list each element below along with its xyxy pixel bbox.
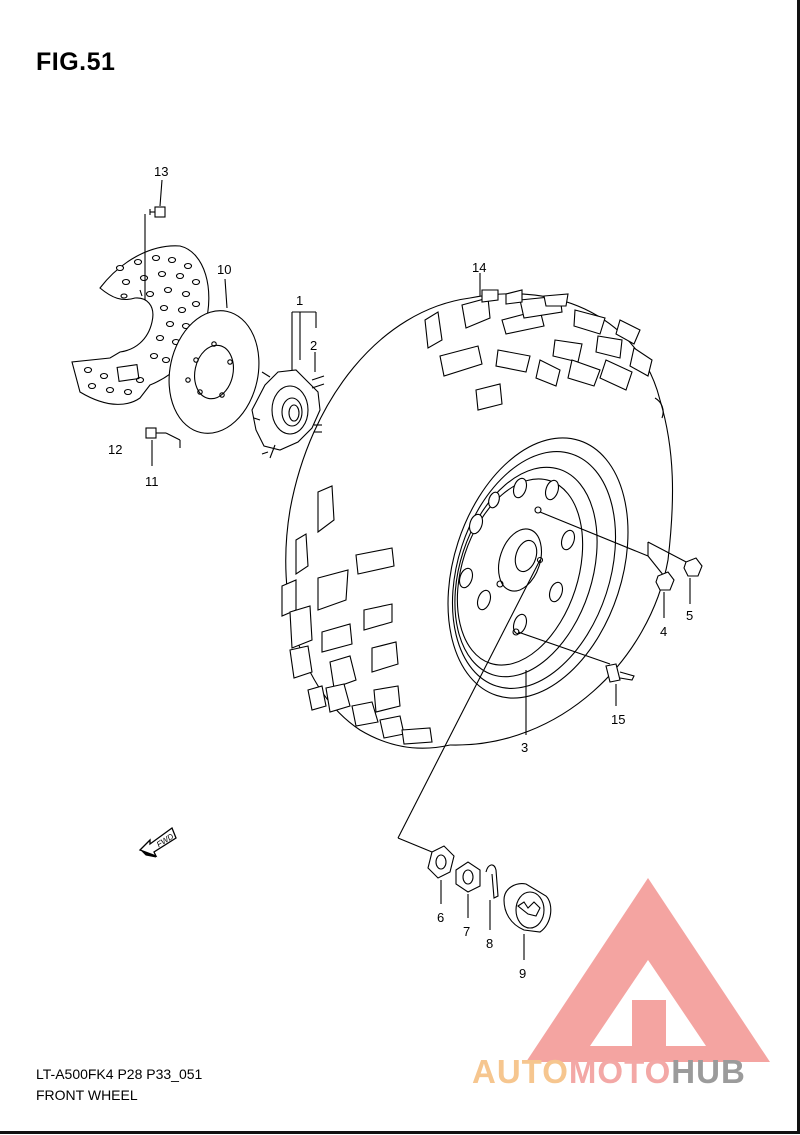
- callout-13: 13: [154, 164, 168, 179]
- wheel-hub: [251, 311, 325, 459]
- figure-name: FRONT WHEEL: [36, 1087, 138, 1103]
- callout-6: 6: [437, 910, 444, 925]
- washer-6: [427, 845, 455, 904]
- watermark-logo-icon: [526, 878, 770, 1062]
- callout-3: 3: [521, 740, 528, 755]
- wheel-stud-15: [605, 663, 635, 706]
- callout-15: 15: [611, 712, 625, 727]
- figure-title: FIG.51: [36, 48, 116, 76]
- callout-10: 10: [217, 262, 231, 277]
- callout-4: 4: [660, 624, 667, 639]
- callout-1: 1: [296, 293, 303, 308]
- fwd-arrow-icon: [138, 826, 177, 858]
- hub-cap-9: [503, 883, 552, 960]
- tire: [281, 273, 674, 749]
- wheel-rim: [447, 437, 629, 735]
- cotter-pin-8: [485, 864, 499, 930]
- callout-2: 2: [310, 338, 317, 353]
- watermark-moto: MOTO: [568, 1053, 672, 1090]
- callout-5: 5: [686, 608, 693, 623]
- wheel-nut-5: [683, 557, 703, 604]
- wheel-nut-4: [655, 571, 675, 618]
- bolt-13: [149, 179, 166, 218]
- brake-disc: [168, 278, 260, 434]
- disc-guard: [71, 214, 210, 405]
- callout-9: 9: [519, 966, 526, 981]
- watermark-auto: AUTO: [472, 1053, 569, 1090]
- bolt-11: [145, 427, 181, 466]
- castle-nut-7: [455, 861, 481, 918]
- leader-lines-nuts: [517, 511, 691, 665]
- figure-code: LT-A500FK4 P28 P33_051: [36, 1066, 203, 1082]
- callout-11: 11: [145, 474, 159, 489]
- callout-12: 12: [108, 442, 122, 457]
- watermark-hub: HUB: [671, 1053, 746, 1090]
- callout-7: 7: [463, 924, 470, 939]
- leader-line-axle: [397, 559, 541, 853]
- callout-8: 8: [486, 936, 493, 951]
- callout-14: 14: [472, 260, 486, 275]
- watermark-text: AUTOMOTOHUB: [472, 1053, 746, 1091]
